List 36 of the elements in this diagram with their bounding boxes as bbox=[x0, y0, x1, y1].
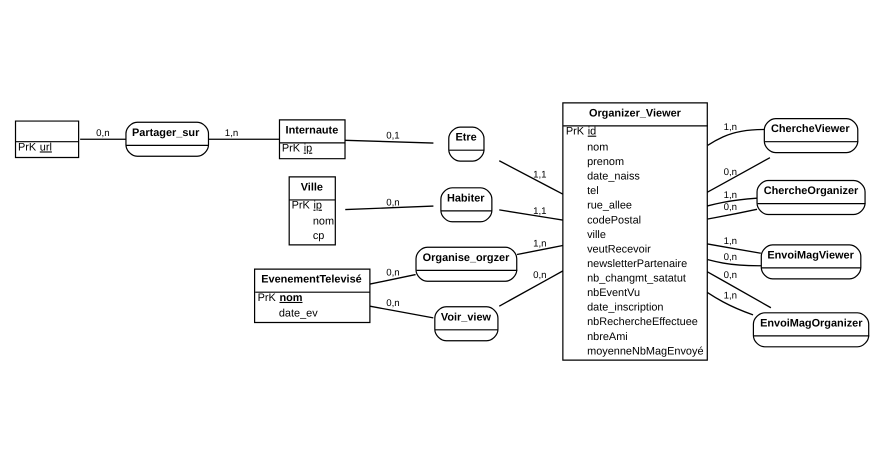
edge-label: 1,n bbox=[723, 236, 737, 248]
edge-label: 1,n bbox=[532, 238, 546, 250]
edge-label: 0,n bbox=[723, 252, 737, 263]
edge-label: 0,n bbox=[96, 128, 110, 140]
edge-label: 1,n bbox=[723, 290, 737, 302]
edge-label: 1,n bbox=[723, 190, 737, 202]
connector bbox=[344, 140, 433, 144]
connector bbox=[707, 208, 757, 220]
connector bbox=[706, 243, 760, 254]
connector bbox=[706, 128, 764, 146]
edge-label: 1,n bbox=[224, 128, 238, 140]
edge-label: 1,1 bbox=[532, 169, 546, 180]
edge-label: 0,n bbox=[532, 270, 546, 282]
edge-label: 0,n bbox=[723, 270, 737, 282]
edge-label: 0,1 bbox=[386, 130, 400, 142]
edge-label: 0,n bbox=[723, 166, 737, 178]
connector bbox=[208, 138, 279, 140]
edge-label: 0,n bbox=[386, 197, 400, 208]
connector bbox=[80, 138, 126, 140]
connector bbox=[498, 160, 562, 195]
connector bbox=[706, 198, 756, 207]
connector bbox=[369, 274, 416, 285]
connector bbox=[498, 270, 563, 307]
edge-label: 0,n bbox=[723, 202, 737, 214]
connector bbox=[498, 209, 562, 221]
connector bbox=[706, 271, 771, 308]
connector bbox=[706, 292, 753, 316]
connector bbox=[516, 244, 562, 256]
edge-label: 1,n bbox=[723, 122, 737, 134]
connector bbox=[707, 259, 760, 266]
connector bbox=[369, 306, 433, 319]
connector bbox=[706, 157, 770, 193]
connector bbox=[344, 205, 433, 210]
edge-label: 0,n bbox=[386, 268, 400, 279]
edge-label: 0,n bbox=[386, 298, 400, 310]
edge-label: 1,1 bbox=[532, 206, 546, 217]
